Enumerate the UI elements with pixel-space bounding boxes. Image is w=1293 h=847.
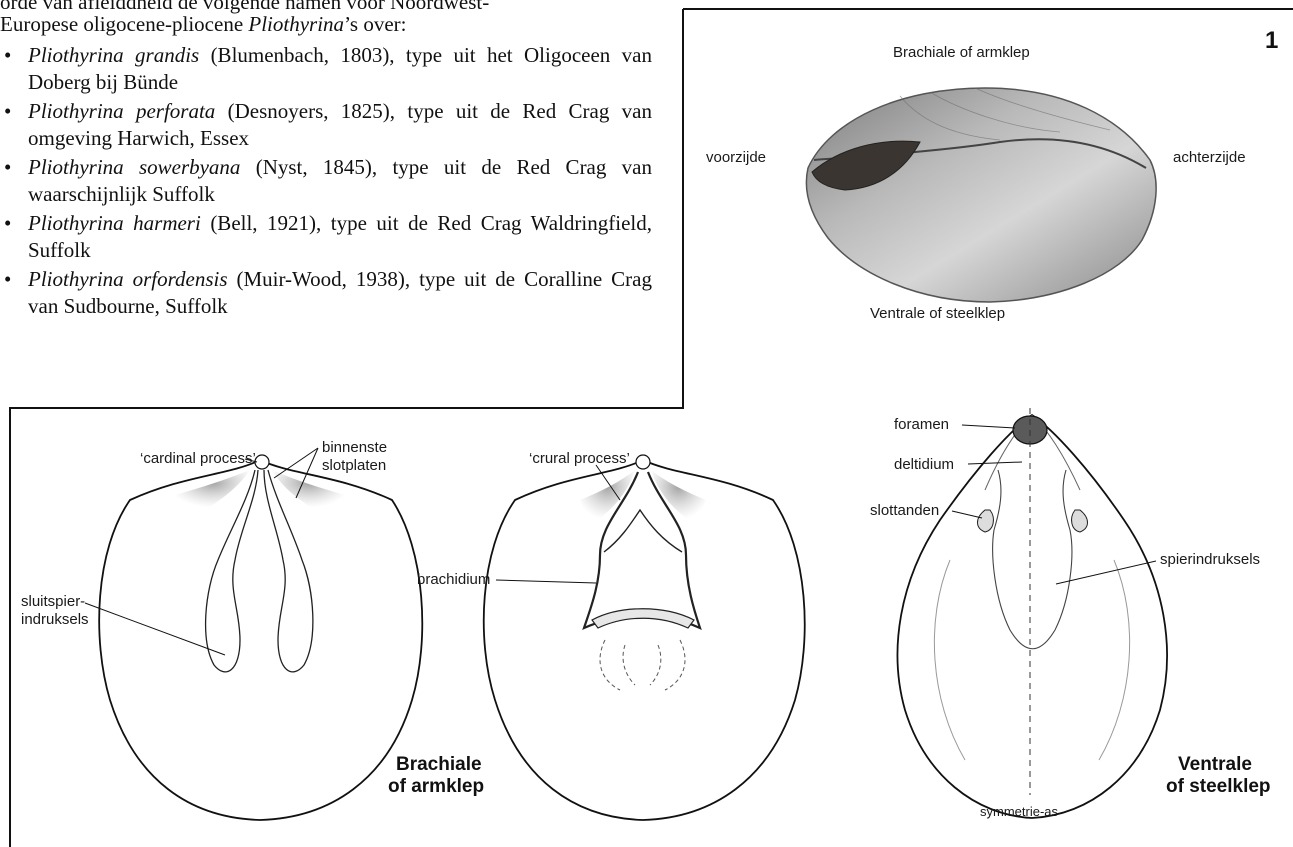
intro-genus: Pliothyrina xyxy=(248,12,344,36)
label-muscle-scars: spierindruksels xyxy=(1160,551,1260,568)
species-name: Pliothyrina harmeri xyxy=(28,211,201,235)
intro-text-b: ’s over: xyxy=(344,12,406,36)
article-text: orde van afleiddheid de volgende namen v… xyxy=(0,0,660,420)
brachial-valve-drawing xyxy=(99,455,422,820)
label-teeth: slottanden xyxy=(870,502,939,519)
label-inner-plates-2: slotplaten xyxy=(322,457,386,474)
label-muscle-2: indruksels xyxy=(21,611,89,628)
photo-label-left: voorzijde xyxy=(706,149,766,166)
shell-photo xyxy=(806,88,1156,302)
label-crural-process: ‘crural process’ xyxy=(529,450,630,467)
photo-label-top: Brachiale of armklep xyxy=(893,44,1030,61)
label-deltidium: deltidium xyxy=(894,456,954,473)
leader-line xyxy=(962,425,1015,428)
label-brachidium: brachidium xyxy=(417,571,490,588)
species-item: •Pliothyrina grandis (Blumenbach, 1803),… xyxy=(0,42,652,96)
bullet-icon: • xyxy=(4,154,11,181)
brachial-title-2: of armklep xyxy=(388,776,484,797)
species-name: Pliothyrina grandis xyxy=(28,43,199,67)
species-item: •Pliothyrina harmeri (Bell, 1921), type … xyxy=(0,210,652,264)
species-name: Pliothyrina perforata xyxy=(28,99,215,123)
bullet-icon: • xyxy=(4,210,11,237)
ventral-title-1: Ventrale xyxy=(1178,754,1252,775)
bullet-icon: • xyxy=(4,98,11,125)
intro-text-a: Europese oligocene-pliocene xyxy=(0,12,248,36)
species-item: •Pliothyrina orfordensis (Muir-Wood, 193… xyxy=(0,266,652,320)
photo-label-bottom: Ventrale of steelklep xyxy=(870,305,1005,322)
bullet-icon: • xyxy=(4,266,11,293)
brachial-title-1: Brachiale xyxy=(396,754,482,775)
species-name: Pliothyrina orfordensis xyxy=(28,267,228,291)
ventral-title-2: of steelklep xyxy=(1166,776,1271,797)
label-muscle-1: sluitspier- xyxy=(21,593,85,610)
label-foramen: foramen xyxy=(894,416,949,433)
bullet-icon: • xyxy=(4,42,11,69)
species-list: •Pliothyrina grandis (Blumenbach, 1803),… xyxy=(0,42,652,322)
label-symmetry-axis: symmetrie-as xyxy=(980,804,1059,819)
label-cardinal-process: ‘cardinal process’ xyxy=(140,450,256,467)
ventral-valve-drawing xyxy=(898,415,1168,818)
intro-line-2: Europese oligocene-pliocene Pliothyrina’… xyxy=(0,10,406,38)
crural-valve-drawing xyxy=(484,455,805,820)
species-item: •Pliothyrina sowerbyana (Nyst, 1845), ty… xyxy=(0,154,652,208)
photo-label-right: achterzijde xyxy=(1173,149,1246,166)
species-name: Pliothyrina sowerbyana xyxy=(28,155,240,179)
label-inner-plates-1: binnenste xyxy=(322,439,387,456)
species-item: •Pliothyrina perforata (Desnoyers, 1825)… xyxy=(0,98,652,152)
figure-number: 1 xyxy=(1265,27,1278,54)
